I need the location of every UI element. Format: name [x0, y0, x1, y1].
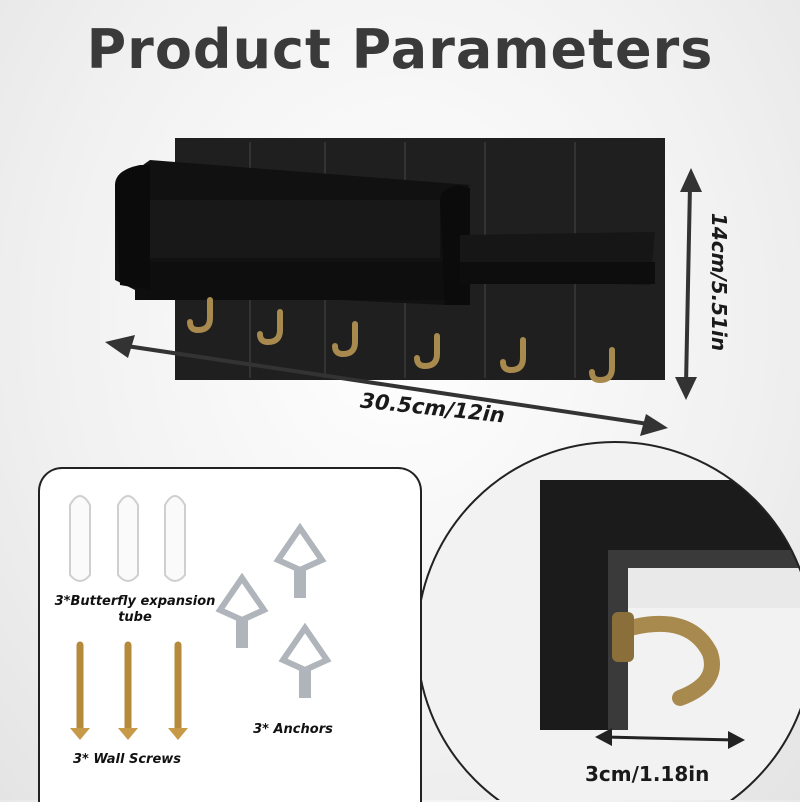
- screws-label: 3* Wall Screws: [72, 752, 182, 767]
- anchors-label: 3* Anchors: [253, 722, 333, 737]
- hook-closeup: [622, 615, 720, 706]
- expansion-tubes: [69, 495, 186, 582]
- tube-label: 3*Butterfly expansion tube: [54, 594, 216, 625]
- hooks: [187, 297, 615, 384]
- wall-screws: [76, 641, 182, 732]
- depth-arrow: [595, 728, 745, 749]
- depth-label: 3cm/1.18in: [585, 762, 710, 786]
- page-title: Product Parameters: [86, 18, 714, 81]
- height-arrow: [675, 168, 702, 400]
- width-arrow: [105, 335, 668, 436]
- anchors: [215, 522, 332, 674]
- accessories-panel: [38, 467, 422, 802]
